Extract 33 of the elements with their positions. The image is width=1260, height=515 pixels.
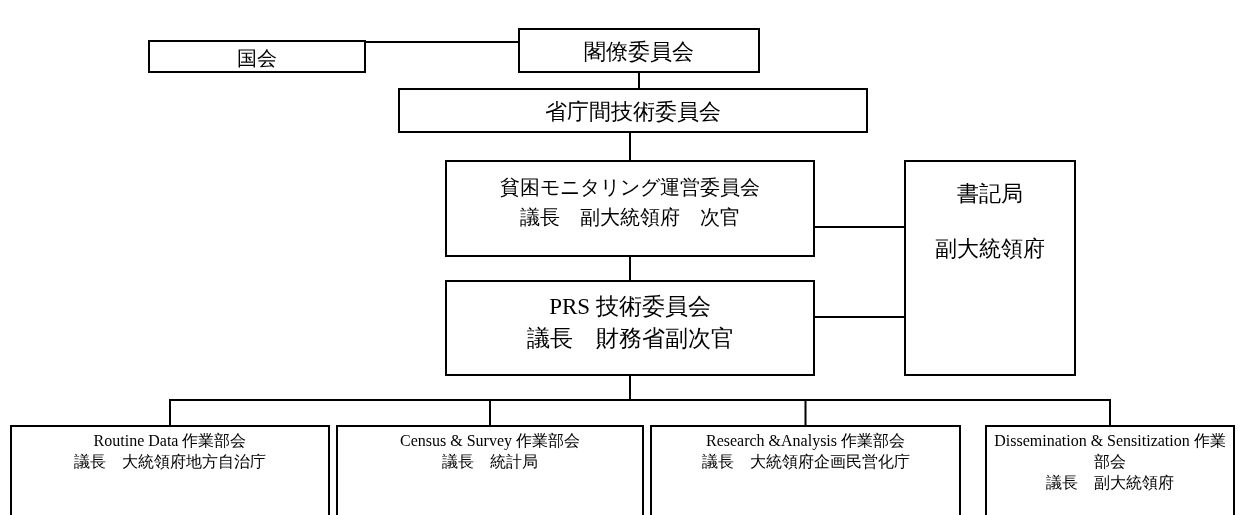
chair-text: 議長 大統領府企画民営化庁 — [701, 451, 910, 472]
chair-text: 議長 統計局 — [442, 451, 538, 472]
connector-line — [365, 41, 519, 43]
connector-line — [638, 72, 640, 89]
committee-name: Census & Survey 作業部会 — [400, 431, 580, 452]
connector-line — [814, 316, 905, 318]
chair-text: 議長 財務省副次官 — [526, 324, 734, 353]
chair-text: 議長 大統領府地方自治庁 — [74, 451, 266, 472]
committee-box — [518, 28, 760, 73]
committee-name: Research &Analysis 作業部会 — [705, 431, 906, 452]
chair-text: 議長 副大統領府 — [1046, 472, 1174, 493]
committee-box — [336, 425, 644, 515]
committee-box — [904, 160, 1076, 376]
connector-line — [814, 226, 905, 228]
committee-box — [445, 160, 815, 257]
chair-text: 副大統領府 — [935, 234, 1045, 263]
chair-text: 議長 副大統領府 次官 — [520, 205, 740, 230]
committee-name: 貧困モニタリング運営委員会 — [500, 175, 760, 200]
committee-box — [148, 40, 366, 73]
committee-name: 省庁間技術委員会 — [545, 98, 721, 126]
committee-name: 書記局 — [957, 180, 1023, 208]
committee-name: 閣僚委員会 — [584, 38, 694, 66]
committee-box — [398, 88, 868, 133]
committee-box — [650, 425, 961, 515]
connector-line — [629, 256, 631, 281]
committee-name: Dissemination & Sensitization 作業部会 — [993, 431, 1227, 472]
committee-box — [985, 425, 1235, 515]
committee-box — [10, 425, 330, 515]
committee-name: 国会 — [237, 46, 277, 71]
committee-name: Routine Data 作業部会 — [93, 431, 247, 451]
connector-line — [629, 132, 631, 161]
committee-name: PRS 技術委員会 — [549, 293, 711, 321]
committee-box — [445, 280, 815, 376]
